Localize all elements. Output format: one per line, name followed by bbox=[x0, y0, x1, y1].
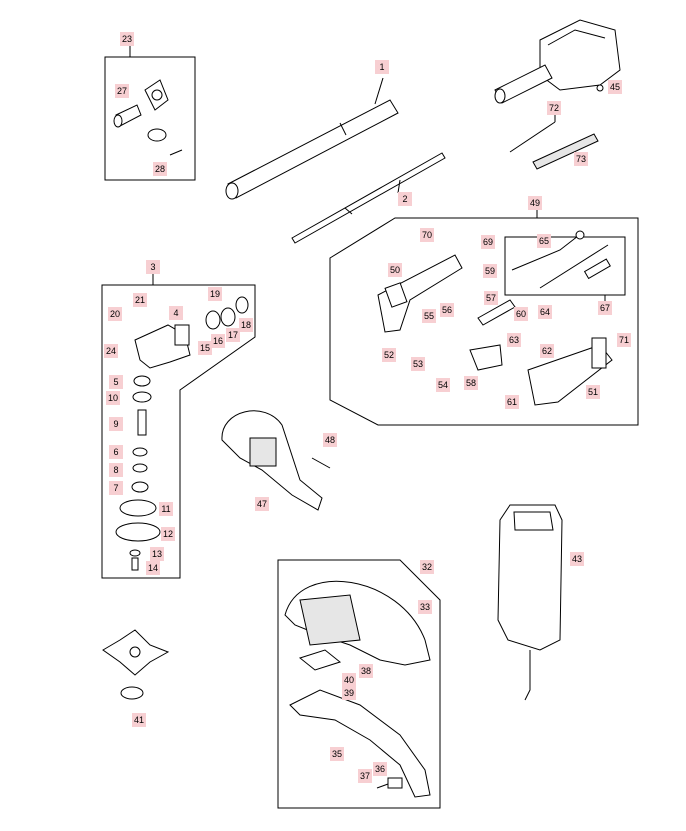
callout-10: 10 bbox=[106, 391, 121, 405]
callout-39: 39 bbox=[342, 686, 357, 700]
callout-24: 24 bbox=[104, 344, 119, 358]
part-36-screw bbox=[376, 777, 403, 789]
part-35-extension bbox=[289, 689, 431, 798]
callout-52: 52 bbox=[382, 348, 397, 362]
callout-5: 5 bbox=[109, 375, 123, 389]
part-38-plate bbox=[298, 649, 342, 671]
group-32-box bbox=[277, 559, 441, 809]
callout-27: 27 bbox=[115, 84, 130, 98]
part-2-shaft bbox=[291, 152, 446, 244]
part-1-tube bbox=[225, 77, 399, 200]
callout-14: 14 bbox=[146, 561, 161, 575]
callout-38: 38 bbox=[359, 664, 374, 678]
part-48-bolt bbox=[311, 457, 331, 469]
part-28-band bbox=[147, 128, 183, 156]
callout-50: 50 bbox=[388, 263, 403, 277]
callout-32: 32 bbox=[420, 560, 435, 574]
callout-59: 59 bbox=[483, 264, 498, 278]
callout-62: 62 bbox=[540, 344, 555, 358]
callout-49: 49 bbox=[528, 196, 543, 210]
callout-47: 47 bbox=[255, 497, 270, 511]
callout-71: 71 bbox=[617, 333, 632, 347]
callout-65: 65 bbox=[537, 234, 552, 248]
callout-41: 41 bbox=[132, 713, 147, 727]
callout-57: 57 bbox=[484, 291, 499, 305]
callout-17: 17 bbox=[226, 328, 241, 342]
callout-37: 37 bbox=[358, 769, 373, 783]
callout-15: 15 bbox=[198, 341, 213, 355]
callout-64: 64 bbox=[538, 305, 553, 319]
callout-55: 55 bbox=[422, 309, 437, 323]
part-72-cable bbox=[509, 112, 556, 153]
callout-73: 73 bbox=[574, 152, 589, 166]
clamp-part bbox=[144, 79, 169, 111]
callout-63: 63 bbox=[507, 333, 522, 347]
part-41-blade bbox=[102, 629, 170, 700]
callout-11: 11 bbox=[159, 502, 173, 516]
callout-33: 33 bbox=[418, 600, 433, 614]
callout-19: 19 bbox=[208, 287, 223, 301]
callout-4: 4 bbox=[169, 306, 183, 320]
callout-13: 13 bbox=[150, 547, 165, 561]
callout-18: 18 bbox=[239, 318, 254, 332]
gear-head bbox=[134, 296, 249, 369]
callout-2: 2 bbox=[398, 192, 412, 206]
callout-16: 16 bbox=[211, 334, 226, 348]
callout-69: 69 bbox=[481, 235, 496, 249]
callout-70: 70 bbox=[420, 228, 435, 242]
part-67-items bbox=[539, 244, 611, 289]
callout-7: 7 bbox=[109, 481, 123, 495]
part-27-tube bbox=[113, 104, 142, 128]
callout-12: 12 bbox=[161, 527, 176, 541]
callout-35: 35 bbox=[330, 747, 345, 761]
gear-stack bbox=[115, 375, 161, 571]
part-51-handle bbox=[527, 337, 613, 406]
callout-36: 36 bbox=[373, 762, 388, 776]
group-3-box bbox=[101, 274, 256, 579]
callout-54: 54 bbox=[436, 378, 451, 392]
callout-23: 23 bbox=[120, 32, 135, 46]
callout-48: 48 bbox=[323, 433, 338, 447]
callout-20: 20 bbox=[108, 307, 123, 321]
callout-51: 51 bbox=[586, 385, 601, 399]
callout-6: 6 bbox=[109, 445, 123, 459]
callout-56: 56 bbox=[440, 303, 455, 317]
engine-assembly bbox=[494, 19, 621, 104]
callout-72: 72 bbox=[547, 101, 562, 115]
callout-67: 67 bbox=[598, 301, 613, 315]
callout-61: 61 bbox=[505, 395, 520, 409]
callout-60: 60 bbox=[514, 307, 529, 321]
callout-9: 9 bbox=[109, 417, 123, 431]
part-43-harness bbox=[497, 504, 563, 701]
part-58-lever bbox=[469, 344, 503, 371]
part-33-guard bbox=[284, 580, 431, 666]
part-73-spring bbox=[532, 133, 599, 170]
callout-28: 28 bbox=[153, 162, 168, 176]
part-50-handle bbox=[377, 254, 463, 333]
callout-3: 3 bbox=[146, 260, 160, 274]
callout-45: 45 bbox=[608, 80, 623, 94]
callout-21: 21 bbox=[133, 293, 148, 307]
callout-1: 1 bbox=[375, 60, 389, 74]
callout-40: 40 bbox=[342, 673, 357, 687]
group-67-box bbox=[504, 236, 626, 302]
callout-58: 58 bbox=[464, 376, 479, 390]
part-65-wire bbox=[511, 230, 585, 271]
group-23-box bbox=[104, 46, 196, 181]
callout-43: 43 bbox=[570, 552, 585, 566]
callout-8: 8 bbox=[109, 463, 123, 477]
callout-53: 53 bbox=[411, 357, 426, 371]
part-47-handlebar bbox=[221, 410, 323, 511]
